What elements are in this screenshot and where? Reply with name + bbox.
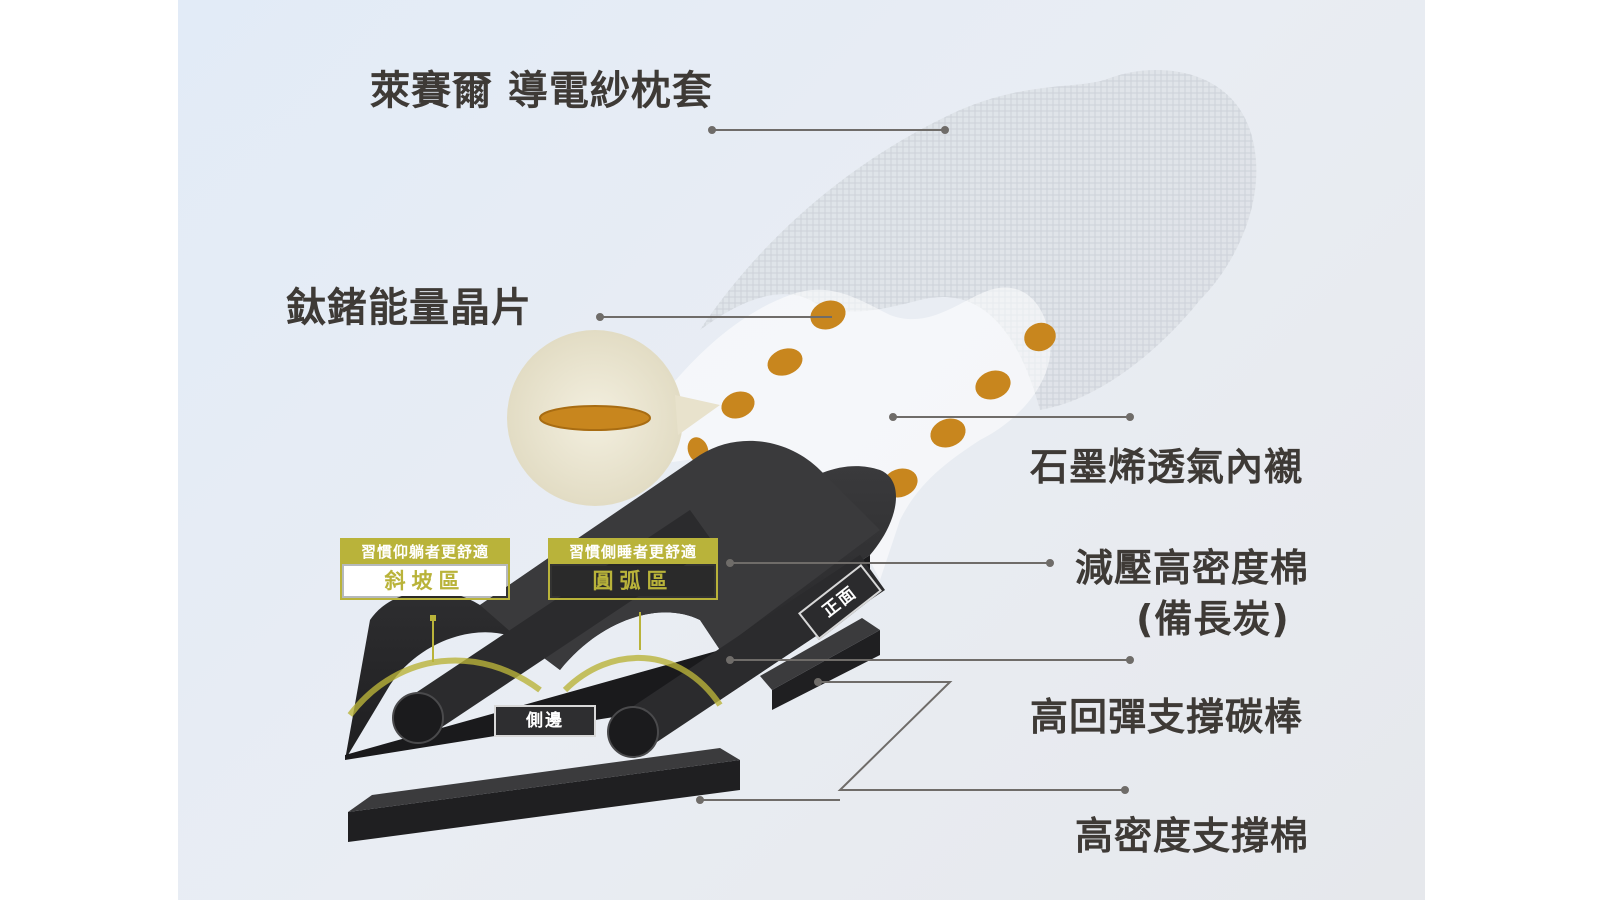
chip-dots <box>687 300 1056 498</box>
magnifier-tail <box>675 395 720 435</box>
pillowcase-layer <box>700 69 1257 410</box>
label-rod: 高回彈支撐碳棒 <box>1030 695 1304 739</box>
label-chip: 鈦鍺能量晶片 <box>286 285 532 331</box>
arc-zone-label: 圓弧區 <box>552 566 714 596</box>
leader-lines <box>596 126 1134 804</box>
arc-zone-note: 習慣側睡者更舒適 <box>550 540 716 564</box>
label-base: 高密度支撐棉 <box>1075 814 1310 858</box>
label-foam: 減壓高密度棉 <box>1075 546 1310 590</box>
side-badge: 側邊 <box>494 705 596 737</box>
slope-zone-tag: 習慣仰躺者更舒適 斜坡區 <box>340 538 510 600</box>
slope-arc <box>347 657 542 717</box>
round-arc <box>562 654 723 707</box>
slope-zone-note: 習慣仰躺者更舒適 <box>342 540 508 564</box>
arc-zone-tag: 習慣側睡者更舒適 圓弧區 <box>548 538 718 600</box>
base-foam <box>348 618 880 842</box>
slope-zone-label: 斜坡區 <box>344 566 506 596</box>
chip-magnified <box>539 405 651 431</box>
right-margin <box>1425 0 1600 900</box>
left-margin <box>0 0 178 900</box>
label-foam-charcoal: (備長炭) <box>1136 597 1290 641</box>
label-lining: 石墨烯透氣內襯 <box>1030 445 1304 489</box>
label-pillowcase: 萊賽爾 導電紗枕套 <box>370 68 713 114</box>
lining-layer <box>610 287 1051 580</box>
